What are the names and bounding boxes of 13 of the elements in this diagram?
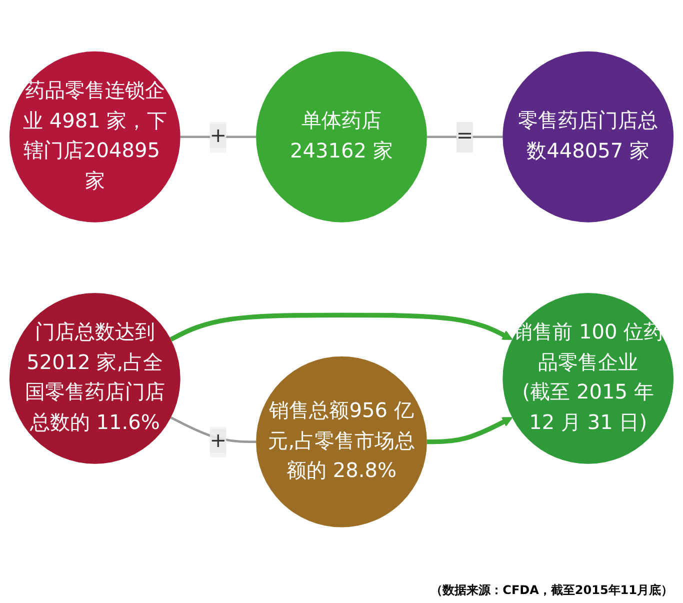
edge-label: + xyxy=(210,428,227,452)
edge-label: + xyxy=(210,124,227,148)
edge-label: = xyxy=(456,124,474,148)
node-circle: 门店总数达到52012 家,占全国零售药店门店总数的 11.6% xyxy=(9,292,180,464)
arrow xyxy=(426,416,513,444)
node-circle: 单体药店243162 家 xyxy=(256,51,427,222)
source-note: （数据来源：CFDA，截至2015年11月底） xyxy=(430,582,674,599)
node-circle: 零售药店门店总数448057 家 xyxy=(502,51,674,222)
connector xyxy=(170,416,256,443)
connector xyxy=(180,135,256,138)
arrow xyxy=(170,312,513,342)
node-circle: 药品零售连锁企业 4981 家，下辖门店204895 家 xyxy=(9,51,180,222)
node-circle: 销售总额956 亿元,占零售市场总额的 28.8% xyxy=(256,356,427,527)
